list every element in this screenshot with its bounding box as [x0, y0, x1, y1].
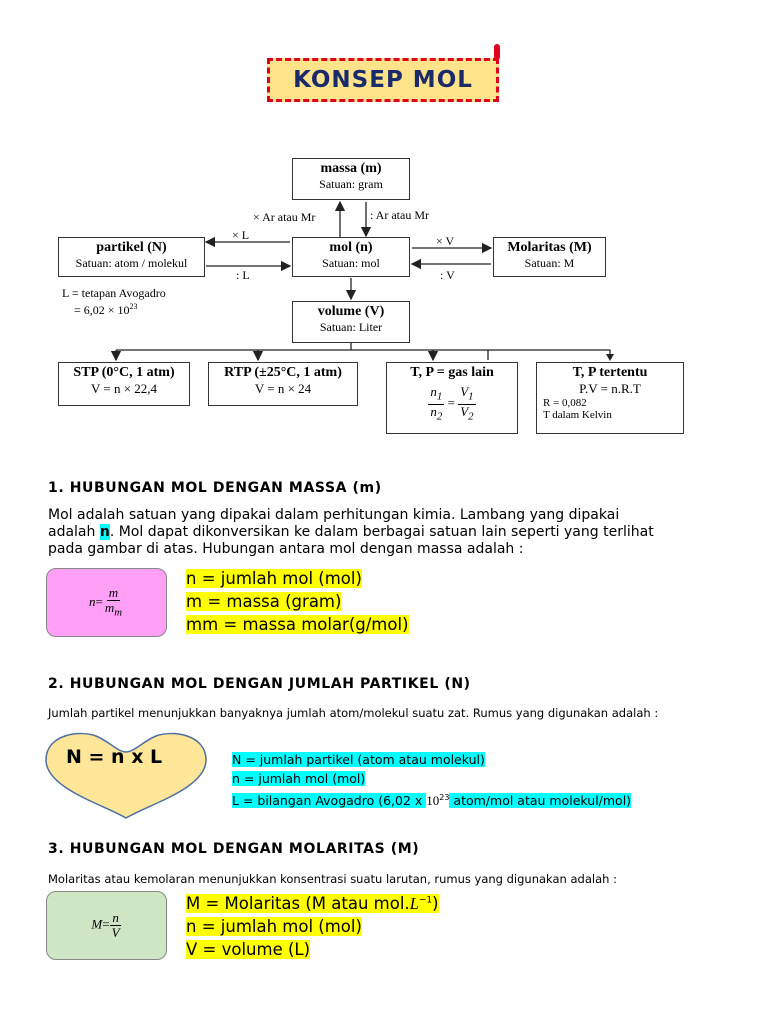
- ratio-v2-sub: 2: [468, 410, 474, 423]
- page-title: KONSEP MOL: [267, 58, 499, 102]
- box-molaritas-sub: Satuan: M: [524, 256, 575, 270]
- box-tp-tertentu-equation: P.V = n.R.T: [579, 381, 641, 396]
- mol-conversion-diagram: massa (m) Satuan: gram mol (n) Satuan: m…: [48, 150, 608, 445]
- def-l-avogadro-pre: L = bilangan Avogadro (6,02 x: [232, 793, 427, 809]
- section-1-line-2-pre: adalah: [48, 524, 100, 540]
- symbol-n-highlight: n: [99, 524, 110, 540]
- box-volume: volume (V) Satuan: Liter: [292, 301, 410, 343]
- label-div-ar-mr: : Ar atau Mr: [370, 208, 429, 222]
- formula-1-lhs: n: [88, 593, 96, 609]
- box-tp-tertentu-t: T dalam Kelvin: [543, 409, 612, 421]
- section-1-line-2-post: . Mol dapat dikonversikan ke dalam berba…: [109, 524, 654, 540]
- branch-line: [116, 343, 488, 351]
- label-times-v: × V: [436, 234, 455, 248]
- formula-3-numerator: n: [110, 910, 121, 926]
- def-m-molaritas-exp: −1: [418, 895, 433, 905]
- box-mol-sub: Satuan: mol: [322, 256, 380, 270]
- box-tp-tertentu-r: R = 0,082: [543, 397, 587, 409]
- def-m-molaritas: M = Molaritas (M atau mol.L−1): [186, 893, 439, 913]
- formula-3-denominator: V: [111, 925, 120, 940]
- ratio-v1: V: [460, 384, 469, 399]
- label-avogadro-value: = 6,02 × 1023: [74, 302, 138, 318]
- box-molaritas: Molaritas (M) Satuan: M: [493, 237, 606, 277]
- def-l-avogadro: L = bilangan Avogadro (6,02 x 1023 atom/…: [232, 788, 632, 810]
- section-1-line-3: pada gambar di atas. Hubungan antara mol…: [48, 541, 524, 557]
- box-tp-tertentu-visible: T, P tertentu P.V = n.R.T R = 0,082 T da…: [536, 362, 684, 434]
- section-3-intro: Molaritas atau kemolaran menunjukkan kon…: [48, 872, 617, 886]
- section-2-intro: Jumlah partikel menunjukkan banyaknya ju…: [48, 706, 659, 720]
- ratio-v1-sub: 1: [468, 390, 474, 403]
- section-1-line-2: adalah n. Mol dapat dikonversikan ke dal…: [48, 524, 738, 541]
- ratio-n1-sub: 1: [436, 390, 443, 403]
- box-molaritas-title: Molaritas (M): [507, 240, 592, 255]
- box-stp-sub: V = n × 22,4: [90, 381, 158, 396]
- def-m-molaritas-unit: L: [409, 893, 419, 913]
- avogadro-value-text: = 6,02 × 10: [74, 303, 130, 317]
- heading-section-2: 2. HUBUNGAN MOL DENGAN JUMLAH PARTIKEL (…: [48, 676, 471, 692]
- box-massa-title: massa (m): [320, 161, 382, 176]
- section-2-definitions: N = jumlah partikel (atom atau molekul) …: [232, 750, 632, 810]
- def-l-avogadro-exp: 23: [439, 793, 450, 802]
- box-stp: STP (0°C, 1 atm) V = n × 22,4: [58, 362, 190, 406]
- def-m-molaritas-post: ): [432, 893, 439, 913]
- formula-1-denominator: m: [104, 599, 115, 615]
- label-div-v: : V: [440, 268, 455, 282]
- label-times-l: × L: [232, 228, 250, 242]
- ratio-n1: n: [430, 384, 437, 399]
- def-mm-massa-molar: mm = massa molar(g/mol): [186, 615, 409, 634]
- box-tp-tertentu-title: T, P tertentu: [572, 365, 648, 380]
- box-volume-title: volume (V): [317, 304, 385, 319]
- box-massa: massa (m) Satuan: gram: [292, 158, 410, 200]
- box-rtp-title: RTP (±25°C, 1 atm): [224, 365, 342, 380]
- box-partikel-sub: Satuan: atom / molekul: [75, 256, 188, 270]
- def-n-jumlah-mol: n = jumlah mol (mol): [186, 569, 362, 588]
- formula-3-lhs: M: [91, 916, 103, 932]
- formula-n-equals-n-x-l: N = n x L: [66, 746, 163, 768]
- ratio-v2: V: [460, 403, 469, 419]
- def-l-avogadro-base: 10: [426, 793, 440, 809]
- box-partikel-title: partikel (N): [96, 240, 167, 255]
- formula-1-numerator: m: [106, 584, 121, 601]
- box-massa-sub: Satuan: gram: [319, 177, 383, 191]
- def-n-jumlah-partikel: N = jumlah partikel (atom atau molekul): [232, 752, 485, 767]
- box-rtp: RTP (±25°C, 1 atm) V = n × 24: [208, 362, 358, 406]
- def-n-jumlah-mol-3: n = jumlah mol (mol): [186, 916, 362, 936]
- heart-shape: [45, 732, 207, 819]
- box-mol-title: mol (n): [329, 240, 373, 255]
- section-1-line-1: Mol adalah satuan yang dipakai dalam per…: [48, 507, 620, 523]
- def-l-avogadro-post: atom/mol atau molekul/mol): [449, 793, 632, 809]
- ratio-n2: n: [430, 403, 437, 419]
- section-1-paragraph: Mol adalah satuan yang dipakai dalam per…: [48, 507, 738, 558]
- avogadro-exponent: 23: [129, 302, 138, 311]
- title-flag-decoration: [494, 44, 500, 60]
- box-stp-title: STP (0°C, 1 atm): [73, 365, 175, 380]
- section-3-definitions: M = Molaritas (M atau mol.L−1) n = jumla…: [186, 889, 439, 961]
- formula-1-denominator-sub: m: [114, 606, 123, 619]
- heading-section-1: 1. HUBUNGAN MOL DENGAN MASSA (m): [48, 480, 382, 496]
- page-title-text: KONSEP MOL: [293, 67, 473, 93]
- box-tp-gas-title: T, P = gas lain: [410, 365, 494, 380]
- def-v-volume: V = volume (L): [186, 939, 311, 959]
- label-avogadro-definition: L = tetapan Avogadro: [62, 286, 166, 300]
- heading-section-3: 3. HUBUNGAN MOL DENGAN MOLARITAS (M): [48, 841, 420, 857]
- ratio-n2-sub: 2: [436, 410, 443, 423]
- box-rtp-sub: V = n × 24: [254, 381, 312, 396]
- def-n-jumlah-mol-2: n = jumlah mol (mol): [232, 771, 366, 786]
- def-m-molaritas-pre: M = Molaritas (M atau mol.: [186, 893, 410, 913]
- label-times-ar-mr: × Ar atau Mr: [253, 210, 316, 224]
- label-div-l: : L: [236, 268, 250, 282]
- box-volume-sub: Satuan: Liter: [319, 320, 383, 334]
- box-mol: mol (n) Satuan: mol: [292, 237, 410, 277]
- section-1-definitions: n = jumlah mol (mol) m = massa (gram) mm…: [186, 567, 409, 636]
- box-partikel: partikel (N) Satuan: atom / molekul: [58, 237, 205, 277]
- def-m-massa: m = massa (gram): [186, 592, 342, 611]
